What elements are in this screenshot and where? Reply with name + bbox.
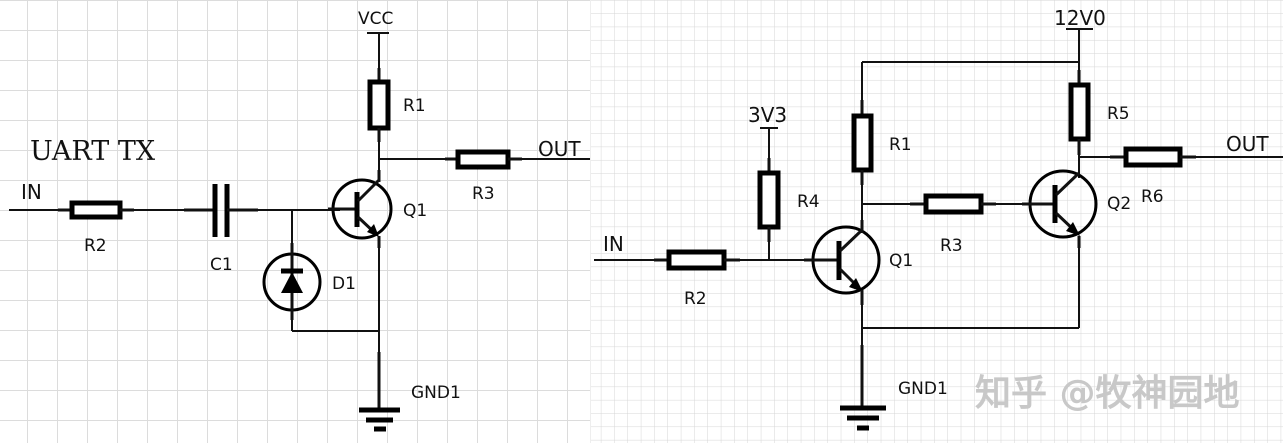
right-r2-resistor: R2 [654, 249, 740, 309]
right-r5-resistor: R5 [1068, 70, 1130, 155]
left-vcc-label: VCC [358, 9, 393, 29]
right-in-label: IN [603, 232, 624, 256]
right-gnd-label: GND1 [898, 379, 948, 399]
right-circuit: 12V0 R5 R6 OUT R1 [594, 6, 1283, 431]
left-gnd-label: GND1 [411, 383, 461, 403]
left-r3-label: R3 [472, 184, 495, 204]
right-q2-transistor: Q2 [1022, 169, 1131, 248]
left-circuit: UART TX VCC R1 R3 OUT IN [9, 9, 590, 432]
right-out-label: OUT [1226, 132, 1269, 156]
left-vcc-symbol: VCC [358, 9, 393, 70]
right-ground-symbol: GND1 [840, 345, 948, 431]
right-r3-resistor: R3 [910, 193, 996, 256]
left-c1-capacitor: C1 [184, 184, 258, 275]
left-in-label: IN [21, 180, 42, 204]
right-12v0-label: 12V0 [1054, 6, 1106, 30]
left-d1-label: D1 [332, 274, 356, 294]
right-3v3-symbol: 3V3 [748, 103, 787, 160]
right-r3-label: R3 [940, 236, 963, 256]
watermark-text: 知乎 @牧神园地 [975, 373, 1240, 414]
right-12v0-symbol: 12V0 [1054, 6, 1106, 70]
right-r5-label: R5 [1107, 104, 1130, 124]
right-3v3-label: 3V3 [748, 103, 787, 127]
right-r2-label: R2 [684, 289, 707, 309]
right-r6-resistor: R6 [1110, 146, 1196, 207]
left-ground-symbol: GND1 [359, 352, 461, 432]
left-d1-diode: D1 [262, 243, 356, 320]
left-q1-transistor: Q1 [328, 170, 427, 248]
right-grid-background [591, 0, 1283, 443]
right-q1-transistor: Q1 [804, 220, 913, 305]
left-out-label: OUT [538, 137, 581, 161]
left-r2-resistor: R2 [58, 200, 134, 256]
left-grid-background [0, 0, 590, 443]
left-q1-label: Q1 [403, 201, 427, 221]
right-q1-label: Q1 [889, 251, 913, 271]
uart-tx-title: UART TX [30, 136, 156, 167]
right-r4-resistor: R4 [757, 158, 820, 242]
right-r4-label: R4 [797, 192, 820, 212]
left-r1-label: R1 [403, 96, 426, 116]
left-r3-resistor: R3 [445, 149, 522, 204]
right-r1-resistor: R1 [851, 100, 912, 185]
right-r6-label: R6 [1141, 187, 1164, 207]
right-r1-label: R1 [889, 135, 912, 155]
left-r2-label: R2 [84, 236, 107, 256]
left-c1-label: C1 [210, 255, 233, 275]
left-r1-resistor: R1 [367, 68, 426, 142]
right-q2-label: Q2 [1107, 194, 1131, 214]
